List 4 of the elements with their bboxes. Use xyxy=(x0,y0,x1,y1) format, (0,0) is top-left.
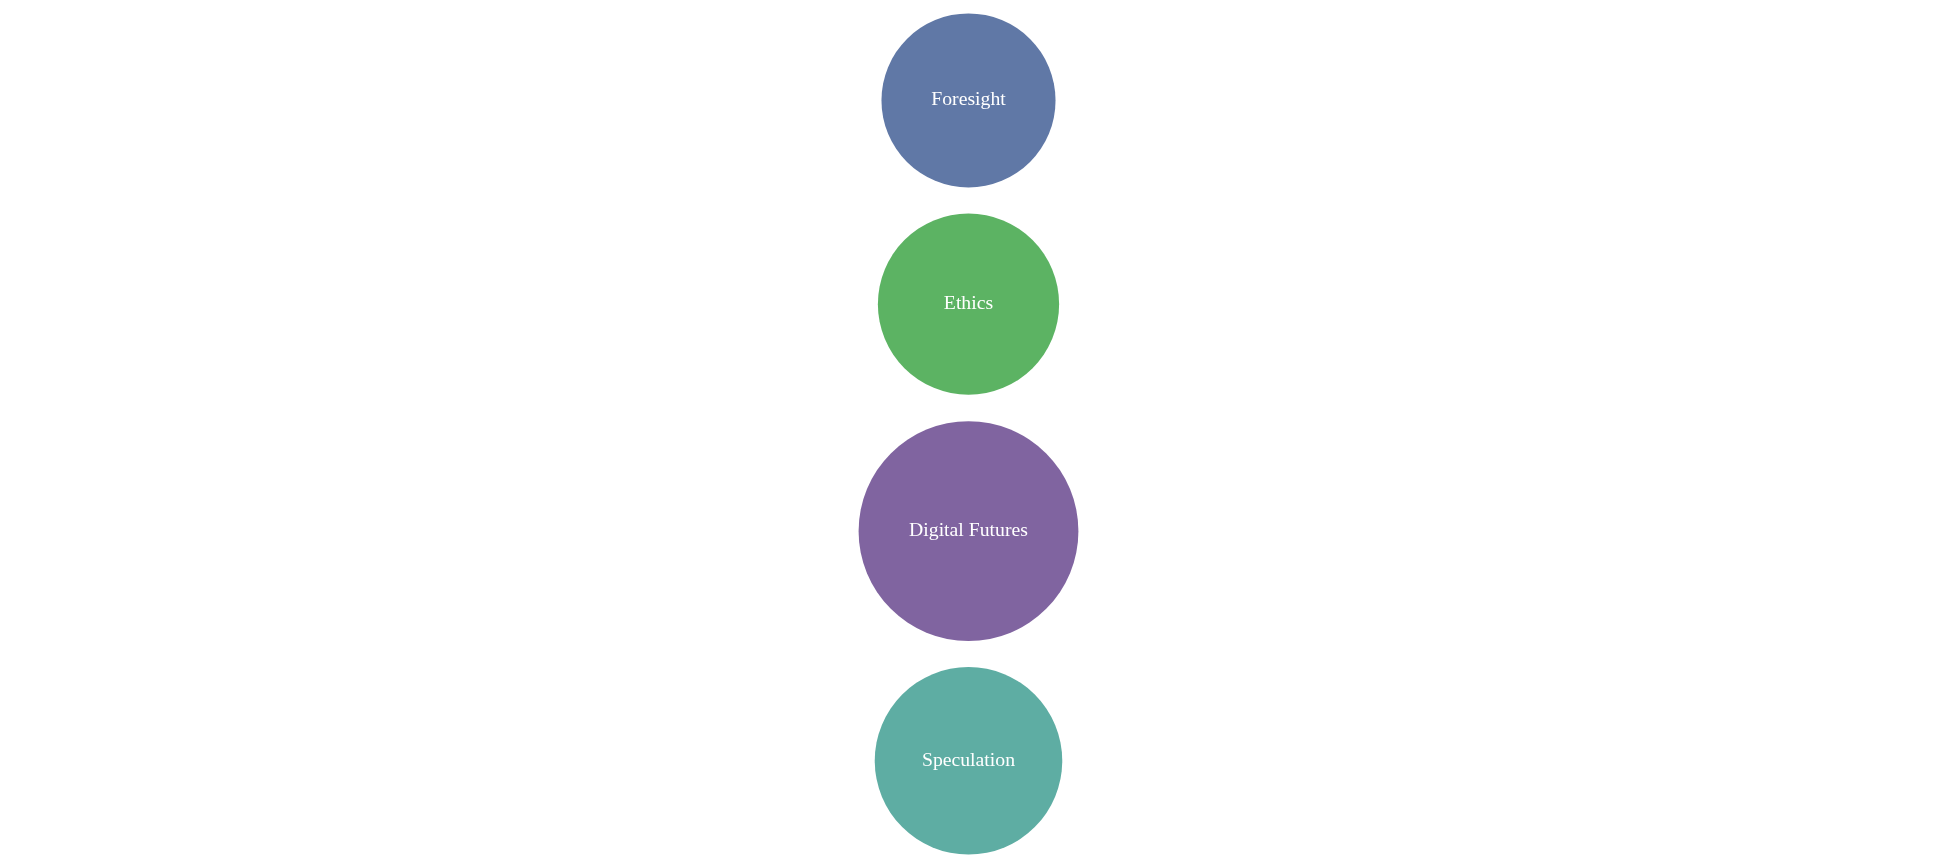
node-circle: Foresight xyxy=(880,13,1056,188)
node-circle: Digital Futures xyxy=(858,421,1078,642)
node-circle: Ethics xyxy=(877,213,1059,395)
node-circle: Speculation xyxy=(874,667,1062,855)
